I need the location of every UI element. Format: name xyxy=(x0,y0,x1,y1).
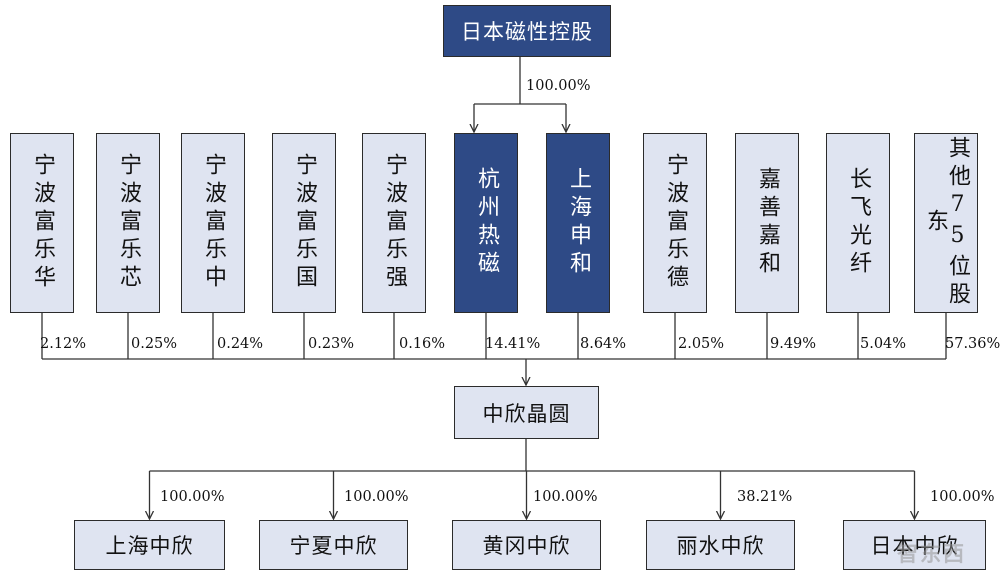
shareholder-box: 上海申和 xyxy=(546,133,610,313)
subsidiary-box: 黄冈中欣 xyxy=(452,520,601,570)
shareholder-pct: 8.64% xyxy=(580,336,627,352)
shareholder-box: 宁波富乐强 xyxy=(362,133,426,313)
shareholder-pct: 0.23% xyxy=(308,336,355,352)
shareholder-pct: 0.25% xyxy=(131,336,178,352)
subsidiary-name: 宁夏中欣 xyxy=(289,534,378,558)
subsidiary-name: 日本中欣 xyxy=(870,534,959,558)
top-parent-box: 日本磁性控股 xyxy=(443,5,611,57)
center-company-box: 中欣晶圆 xyxy=(454,386,599,439)
shareholder-pct: 0.24% xyxy=(217,336,264,352)
shareholder-name: 宁波富乐华 xyxy=(30,153,55,293)
subsidiary-box: 上海中欣 xyxy=(74,520,225,570)
shareholder-pct: 2.05% xyxy=(678,336,725,352)
subsidiary-pct: 100.00% xyxy=(930,489,995,505)
shareholder-pct: 9.49% xyxy=(770,336,817,352)
subsidiary-pct: 100.00% xyxy=(533,489,598,505)
shareholder-box: 杭州热磁 xyxy=(454,133,518,313)
subsidiary-name: 上海中欣 xyxy=(105,534,194,558)
shareholder-box: 长飞光纤 xyxy=(826,133,890,313)
shareholder-name: 宁波富乐德 xyxy=(663,153,688,293)
shareholder-box: 宁波富乐中 xyxy=(181,133,245,313)
shareholder-name: 宁波富乐芯 xyxy=(116,153,141,293)
shareholder-box: 宁波富乐德 xyxy=(643,133,707,313)
subsidiary-name: 黄冈中欣 xyxy=(482,534,571,558)
shareholder-name: 长飞光纤 xyxy=(846,167,871,279)
shareholder-box: 宁波富乐芯 xyxy=(96,133,160,313)
shareholder-name: 宁波富乐国 xyxy=(292,153,317,293)
top-parent-pct: 100.00% xyxy=(526,78,591,94)
shareholder-pct: 14.41% xyxy=(485,336,541,352)
subsidiary-box: 日本中欣 xyxy=(843,520,986,570)
shareholder-box: 其他75位股东 xyxy=(914,133,978,313)
subsidiary-pct: 100.00% xyxy=(160,489,225,505)
shareholder-pct: 57.36% xyxy=(945,336,1000,352)
shareholder-box: 宁波富乐华 xyxy=(10,133,74,313)
shareholder-box: 嘉善嘉和 xyxy=(735,133,799,313)
subsidiary-name: 丽水中欣 xyxy=(676,534,765,558)
shareholder-box: 宁波富乐国 xyxy=(272,133,336,313)
shareholder-pct: 0.16% xyxy=(399,336,446,352)
subsidiary-pct: 100.00% xyxy=(344,489,409,505)
shareholder-name: 宁波富乐强 xyxy=(382,153,407,293)
subsidiary-box: 丽水中欣 xyxy=(646,520,795,570)
shareholder-name: 杭州热磁 xyxy=(474,167,499,279)
shareholder-name: 上海申和 xyxy=(566,167,591,279)
shareholder-name: 嘉善嘉和 xyxy=(755,167,780,279)
subsidiary-box: 宁夏中欣 xyxy=(259,520,408,570)
top-parent-name: 日本磁性控股 xyxy=(461,20,593,44)
shareholder-pct: 5.04% xyxy=(860,336,907,352)
shareholder-name: 宁波富乐中 xyxy=(201,153,226,293)
shareholder-name: 其他75位股东 xyxy=(923,136,970,310)
shareholder-pct: 2.12% xyxy=(40,336,87,352)
subsidiary-pct: 38.21% xyxy=(737,489,793,505)
watermark-logo: 智东西 xyxy=(897,542,966,566)
center-company-name: 中欣晶圆 xyxy=(482,401,571,426)
